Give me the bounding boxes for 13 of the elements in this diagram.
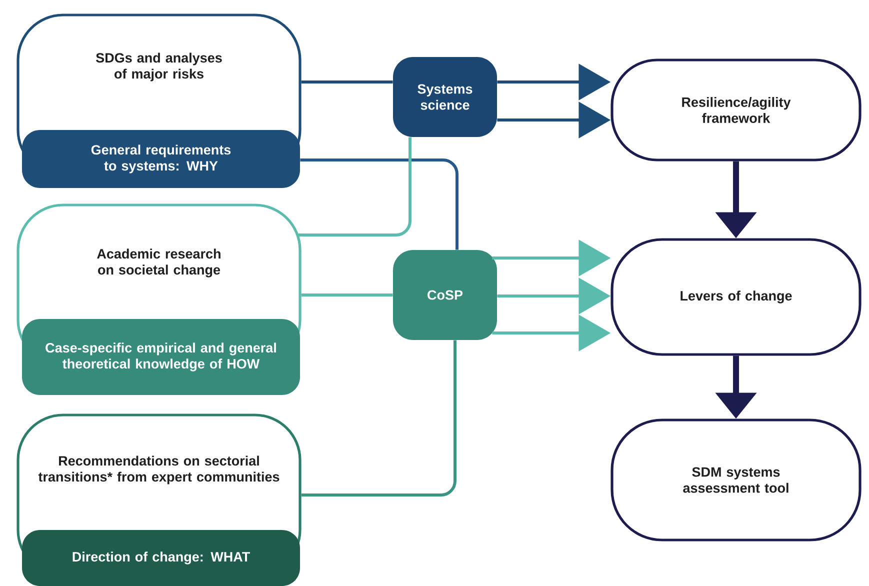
process-box: Systems science bbox=[393, 57, 497, 137]
connector-line bbox=[298, 137, 412, 236]
process-box: CoSP bbox=[393, 250, 497, 340]
connector-line bbox=[301, 340, 456, 496]
text-band: Case-specific empirical and general theoretical knowledge of HOW bbox=[22, 319, 300, 395]
connector-line bbox=[301, 294, 393, 296]
rounded-box: SDM systems assessment tool bbox=[610, 418, 862, 542]
rounded-box: Levers of change bbox=[610, 238, 862, 356]
connector-line bbox=[301, 80, 393, 84]
rounded-box: Resilience/agility framework bbox=[610, 58, 862, 162]
text-band: Direction of change: WHAT bbox=[22, 530, 300, 586]
connector-line bbox=[300, 158, 458, 250]
text-band: General requirements to systems: WHY bbox=[22, 130, 300, 188]
